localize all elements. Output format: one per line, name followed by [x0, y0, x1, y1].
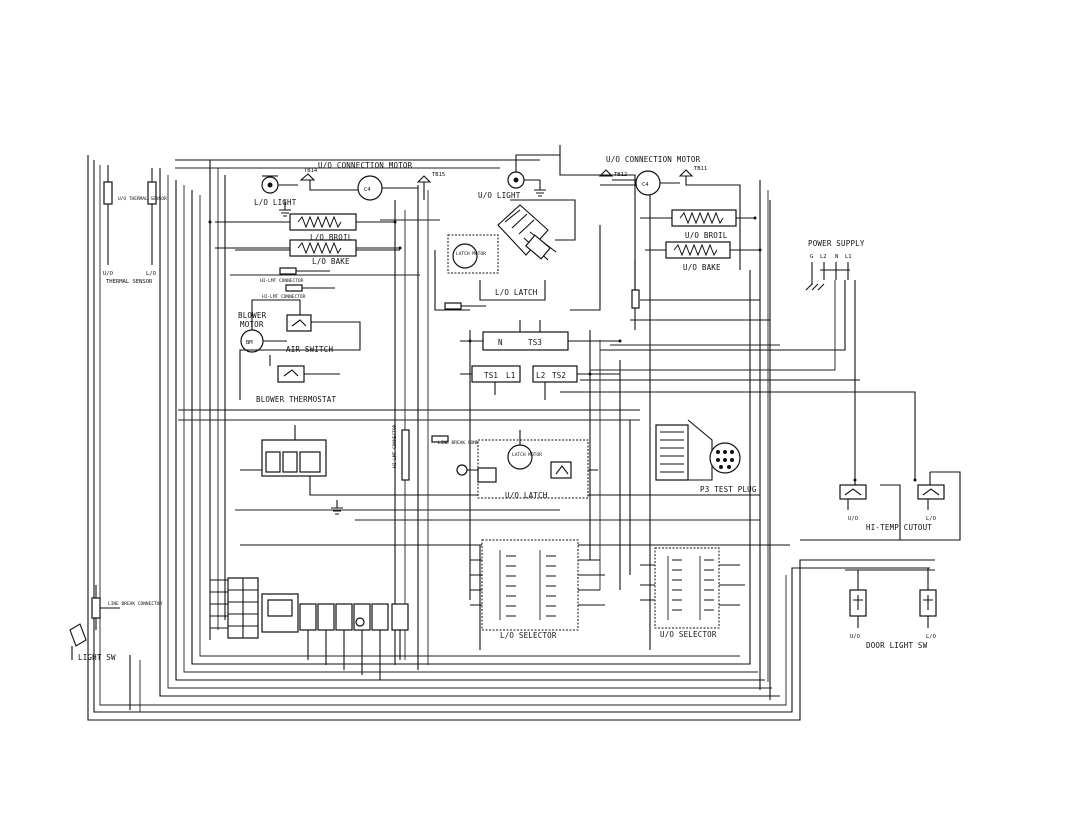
relay-module: [240, 425, 327, 477]
thermal-sensor-label: THERMAL SENSOR: [106, 279, 153, 285]
hi-temp-cutout-lo-icon: [917, 484, 945, 500]
tb12-label: TB12: [614, 172, 627, 178]
uo-selector-label: U/O SELECTOR: [660, 630, 717, 639]
line-break-connector-label: LINE BREAK CONNECTOR: [438, 440, 492, 446]
lo-heating-elements: L/O BROIL L/O BAKE: [215, 213, 400, 266]
uo-light-label: U/O LIGHT: [478, 191, 521, 200]
lo-selector: L/O SELECTOR: [470, 539, 605, 640]
thermal-sensor-lo-label: L/O: [146, 271, 156, 277]
outer-harness-wires: [87, 145, 961, 721]
junction-dots: [208, 216, 917, 482]
tb11-label: TB11: [694, 166, 707, 172]
tb15-terminal-icon: [416, 175, 432, 183]
ground-icon-uo-light: [534, 180, 546, 197]
uo-bake-label: U/O BAKE: [683, 263, 721, 272]
door-lo-label: L/O: [926, 634, 936, 640]
lo-bake-element: [289, 239, 357, 257]
ground-icon-mid: [331, 500, 343, 515]
tb14-terminal-icon: [299, 173, 316, 181]
lo-conv-motor-section: U/O CONNECTION MOTOR L/O LIGHT TB14 C4 T…: [254, 161, 445, 217]
light-sw-icon: [69, 623, 87, 647]
hi-temp-cutout-uo-icon: [839, 484, 867, 500]
blower-motor-bm: BM: [246, 340, 253, 346]
p3-test-plug: P3 TEST PLUG: [655, 419, 757, 494]
hi-temp-cutout-label: HI-TEMP CUTOUT: [866, 523, 932, 532]
air-switch-icon: [286, 314, 312, 332]
l2-label: L2: [536, 371, 545, 380]
hi-lmt-connector-1-label: HI-LMT CONNECTOR: [260, 278, 304, 284]
uo-conv-motor-section: U/O CONNECTION MOTOR U/O LIGHT TB12 C4 T…: [478, 154, 741, 270]
hi-lmt-connectors: HI-LMT CONNECTOR HI-LMT CONNECTOR: [260, 267, 335, 300]
door-light-sw-label: DOOR LIGHT SW: [866, 641, 928, 650]
light-sw-label: LIGHT SW: [78, 653, 116, 662]
hi-temp-lo-label: L/O: [926, 516, 936, 522]
hi-temp-cutout: U/O L/O HI-TEMP CUTOUT: [839, 472, 945, 532]
ts3-label: TS3: [528, 338, 542, 347]
ground-icon-power: [805, 283, 825, 291]
power-supply: POWER SUPPLY G L2 N L1: [805, 239, 865, 291]
blower-thermostat-icon: [277, 365, 305, 383]
latch-motor-top-label: LATCH MOTOR: [456, 251, 486, 257]
lo-broil-element: [289, 213, 357, 231]
latch-motor-mid-label: LATCH MOTOR: [512, 452, 542, 458]
power-supply-label: POWER SUPPLY: [808, 239, 865, 248]
uo-conv-motor-c4: C4: [642, 182, 649, 188]
ts3-terminal-block: [482, 331, 569, 351]
door-uo-label: U/O: [850, 634, 860, 640]
uo-latch-section: HI-LMT CONNECTOR LINE BREAK CONNECTOR LA…: [331, 424, 598, 515]
svg-text:LINE BREAK CONNECTOR: LINE BREAK CONNECTOR: [108, 601, 162, 607]
latch-motor-top-icon: [452, 243, 478, 269]
hi-lmt-connector-2-label: HI-LMT CONNECTOR: [262, 294, 306, 300]
lo-latch-label: L/O LATCH: [495, 288, 538, 297]
door-light-switches: U/O L/O DOOR LIGHT SW: [849, 568, 937, 650]
tb14-label: TB14: [304, 168, 318, 174]
lo-broil-label: L/O BROIL: [310, 233, 353, 242]
uo-broil-label: U/O BROIL: [685, 231, 728, 240]
light-switch: LINE BREAK CONNECTOR LIGHT SW: [69, 585, 162, 662]
control-board: [210, 577, 409, 680]
ground-icon-lo-light: [279, 200, 291, 217]
blower-thermostat-label: BLOWER THERMOSTAT: [256, 395, 336, 404]
ps-n-label: N: [835, 254, 838, 260]
ts1-label: TS1: [484, 371, 498, 380]
lo-selector-label: L/O SELECTOR: [500, 631, 557, 640]
l1-label: L1: [506, 371, 515, 380]
svg-text:HI-LMT CONNECTOR: HI-LMT CONNECTOR: [392, 424, 398, 468]
hi-temp-uo-label: U/O: [848, 516, 858, 522]
lo-light-label: L/O LIGHT: [254, 198, 297, 207]
n-label: N: [498, 338, 503, 347]
lo-conv-motor-label: U/O CONNECTION MOTOR: [318, 161, 413, 170]
terminal-strips: N TS3 TS1 L1 L2 TS2: [460, 320, 620, 400]
ps-l1-label: L1: [845, 254, 852, 260]
uo-conv-motor-label: U/O CONNECTION MOTOR: [606, 155, 701, 164]
ps-g-label: G: [810, 254, 813, 260]
lo-bake-label: L/O BAKE: [312, 257, 350, 266]
uo-selector: U/O SELECTOR: [640, 547, 745, 639]
lo-latch-section: LATCH MOTOR L/O LATCH: [434, 199, 576, 311]
tb15-label: TB15: [432, 172, 445, 178]
blower-section: BLOWER MOTOR BM AIR SWITCH BLOWER THERMO…: [238, 299, 361, 404]
thermal-sensor: U/O THERMAL SENSOR U/O L/O THERMAL SENSO…: [103, 165, 167, 285]
ts2-label: TS2: [552, 371, 566, 380]
lo-conv-motor-c4: C4: [364, 187, 371, 193]
thermal-sensor-uo-label: U/O: [103, 271, 113, 277]
ps-l2-label: L2: [820, 254, 827, 260]
tb11-terminal-icon: [678, 169, 694, 177]
tb12-terminal-icon: [598, 169, 614, 177]
svg-text:U/O THERMAL SENSOR: U/O THERMAL SENSOR: [118, 196, 167, 202]
p3-test-plug-label: P3 TEST PLUG: [700, 485, 757, 494]
uo-latch-label: U/O LATCH: [505, 491, 548, 500]
uo-heating-elements: U/O BROIL U/O BAKE: [631, 209, 760, 330]
